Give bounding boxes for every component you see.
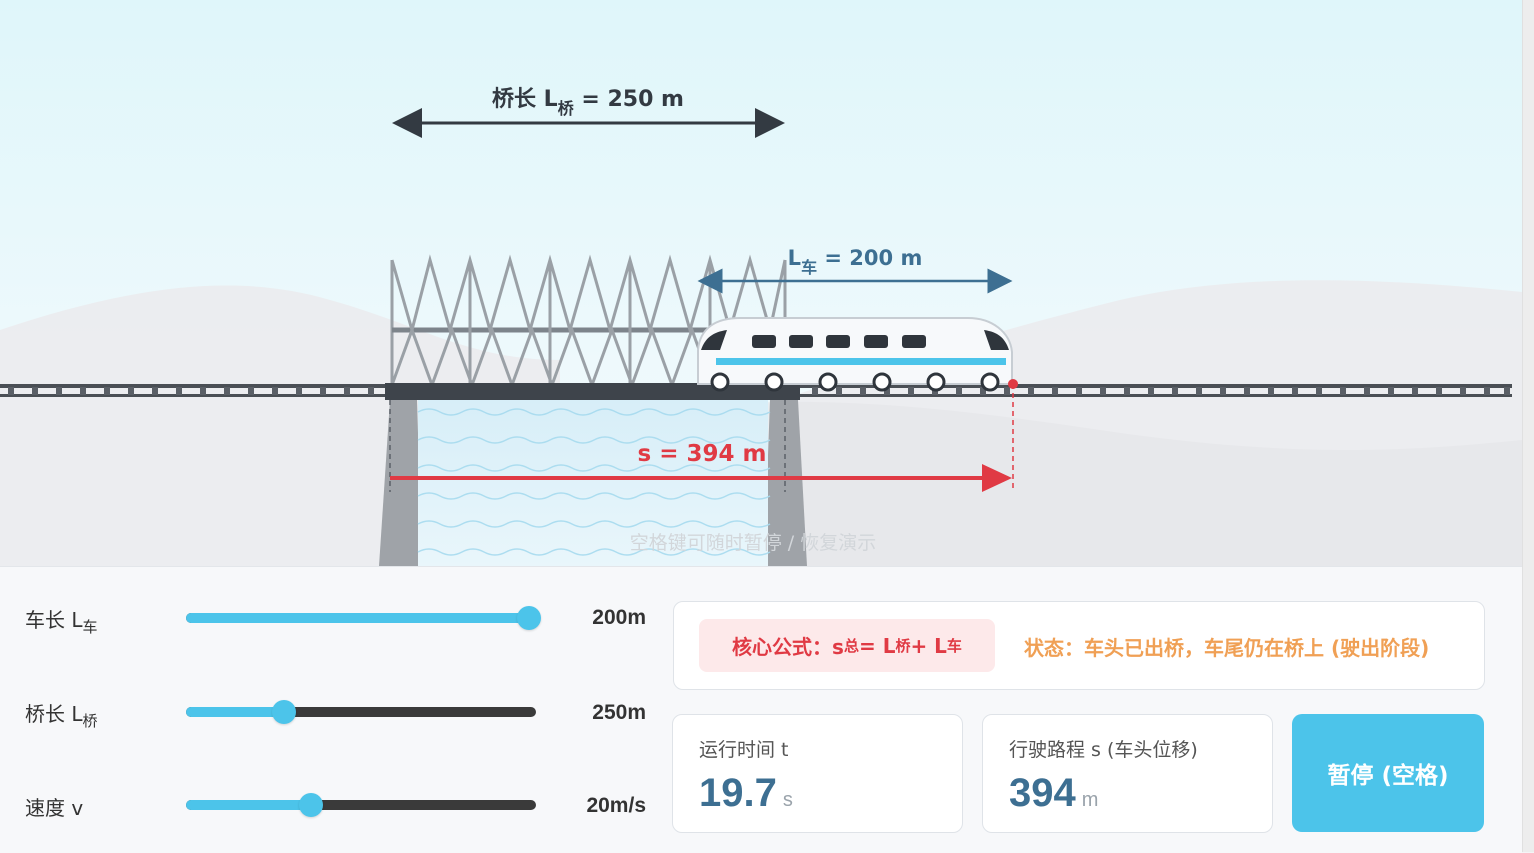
status-text: 状态：车头已出桥，车尾仍在桥上 (驶出阶段) <box>1024 636 1430 660</box>
distance-label: s = 394 m <box>638 441 767 467</box>
slider-thumb[interactable] <box>517 606 541 630</box>
distance-value: 394 <box>1009 771 1076 815</box>
speed-label: 速度 v <box>25 796 84 820</box>
time-value: 19.7 <box>699 771 777 815</box>
speed-value: 20m/s <box>586 794 646 817</box>
time-unit: s <box>782 789 793 811</box>
train <box>697 317 1013 392</box>
pause-button[interactable]: 暂停 (空格) <box>1292 714 1484 832</box>
time-label: 运行时间 t <box>699 739 789 761</box>
simulation-scene: 桥长 L桥 = 250 m L车 = 200 m s = 394 m 空格键可随… <box>0 0 1522 566</box>
bridge-length-slider[interactable] <box>186 700 536 724</box>
slider-thumb[interactable] <box>298 793 323 817</box>
slider-thumb[interactable] <box>271 700 296 724</box>
train-length-label: 车长 L车 <box>25 608 98 636</box>
train-length-slider[interactable] <box>186 606 541 630</box>
train-length-label: L车 = 200 m <box>788 246 923 277</box>
train-length-value: 200m <box>592 606 646 629</box>
bridge-length-label: 桥长 L桥 = 250 m <box>492 86 684 118</box>
bridge-length-label: 桥长 L桥 <box>25 702 98 730</box>
distance-label: 行驶路程 s (车头位移) <box>1009 739 1198 761</box>
distance-unit: m <box>1081 789 1099 811</box>
river-water <box>418 400 768 566</box>
keyboard-hint: 空格键可随时暂停 / 恢复演示 <box>630 532 876 554</box>
bridge-deck <box>385 383 800 400</box>
speed-slider[interactable] <box>186 793 536 817</box>
bridge-pier-left <box>379 400 422 566</box>
bridge-length-value: 250m <box>592 701 646 724</box>
page-scrollbar[interactable] <box>1522 0 1534 852</box>
